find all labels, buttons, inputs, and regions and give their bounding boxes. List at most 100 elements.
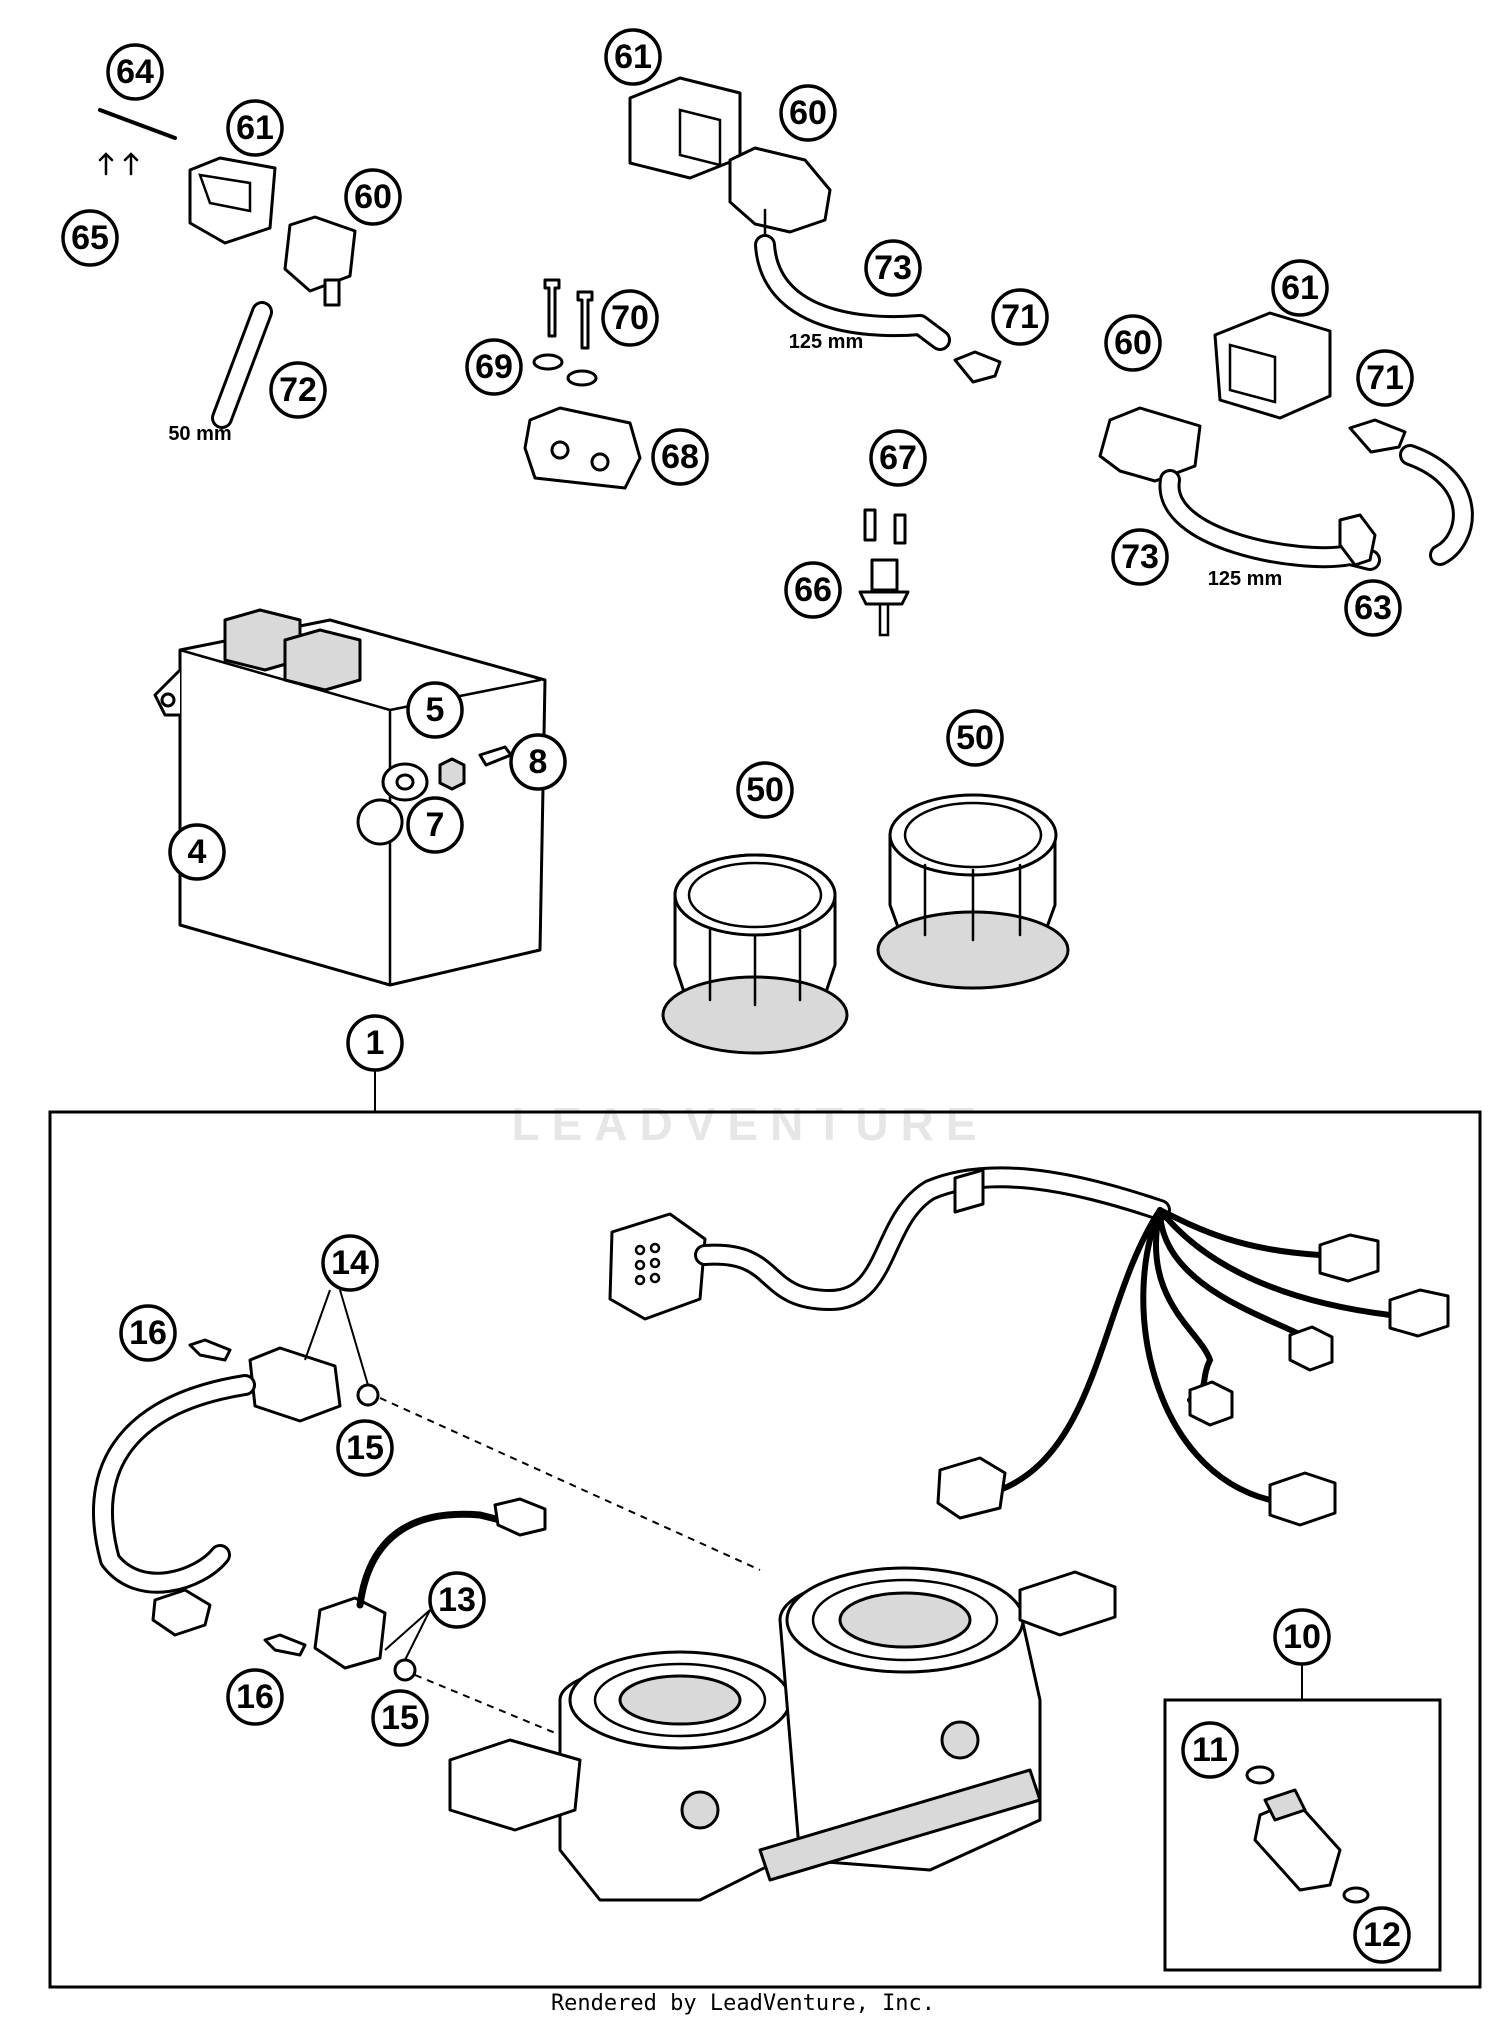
callout-60-c: 60 [1104, 314, 1162, 372]
cover-61-right [1213, 311, 1332, 420]
group-sensor-middle [523, 76, 1002, 637]
fuel-rail [758, 1768, 1042, 1882]
dimension-label: 50 mm [168, 423, 231, 445]
callout-15-b: 15 [371, 1689, 429, 1747]
callout-label: 50 [746, 771, 784, 809]
callout-label: 12 [1363, 1916, 1401, 1954]
throttle-actuator [448, 1738, 582, 1832]
callout-label: 61 [236, 109, 274, 147]
throttle-body-connector [1018, 1570, 1117, 1637]
sensor-13-connector [493, 1497, 547, 1537]
callout-label: 16 [129, 1314, 167, 1352]
screw-16-b [263, 1633, 307, 1657]
callout-label: 65 [71, 219, 109, 257]
tps-connector [151, 1588, 212, 1637]
callout-label: 50 [956, 719, 994, 757]
ecu-connector-b [283, 628, 362, 692]
temp-sensor-66-flange [858, 590, 910, 606]
watermark-text: LEADVENTURE [511, 1098, 988, 1150]
clip-63 [1338, 513, 1377, 567]
wiring-harness [608, 1166, 1450, 1527]
dimension-125mm-b: 125 mm [1208, 568, 1283, 590]
fuel-injector [1245, 1765, 1370, 1904]
rivets-65 [98, 152, 139, 176]
callout-label: 66 [794, 571, 832, 609]
callout-label: 60 [354, 178, 392, 216]
sleeve-5 [438, 757, 466, 791]
assembly-line-b [414, 1674, 561, 1736]
callout-label: 71 [1001, 298, 1039, 336]
dimension-label: 125 mm [1208, 568, 1283, 590]
cover-61-left-detail [198, 173, 252, 213]
bracket-68 [523, 406, 642, 490]
callout-50-b: 50 [736, 761, 794, 819]
nipple-71-middle [953, 350, 1002, 384]
screw-70-a [543, 278, 561, 338]
callout-label: 5 [426, 691, 445, 729]
cover-61-left [188, 156, 277, 245]
harness-clip [953, 1168, 985, 1214]
o-ring-15-b [393, 1658, 417, 1682]
callout-label: 67 [879, 439, 917, 477]
callout-8: 8 [509, 733, 567, 791]
callout-label: 69 [475, 348, 513, 386]
callout-68: 68 [651, 428, 709, 486]
pressure-sensor-60-right [1098, 406, 1202, 483]
temp-sensor-66-body [870, 558, 899, 592]
pressure-sensor-60-middle [728, 146, 832, 234]
callout-label: 8 [529, 743, 548, 781]
screws-67 [863, 508, 907, 545]
throttle-body-assembly-frame [48, 1110, 1482, 1989]
harness-connector-a [1318, 1233, 1380, 1283]
callout-label: 14 [331, 1244, 369, 1282]
air-funnel-50-right [876, 793, 1070, 990]
callout-61-b: 61 [604, 28, 662, 86]
callout-label: 7 [426, 806, 445, 844]
callout-label: 16 [236, 1678, 274, 1716]
air-funnel-50-left [661, 853, 849, 1055]
callout-65: 65 [61, 209, 119, 267]
callout-label: 63 [1354, 589, 1392, 627]
callout-label: 70 [611, 299, 649, 337]
callout-71-a: 71 [991, 288, 1049, 346]
dimension-label: 125 mm [789, 331, 864, 353]
harness-connector-d [1288, 1325, 1334, 1372]
callout-70: 70 [601, 289, 659, 347]
callout-5: 5 [406, 681, 464, 739]
callout-label: 13 [438, 1581, 476, 1619]
injector-frame [1163, 1698, 1442, 1972]
callout-15-a: 15 [336, 1419, 394, 1477]
callout-67: 67 [869, 429, 927, 487]
group-sensor-left [98, 108, 357, 429]
screw-16-a [188, 1338, 232, 1362]
callout-label: 10 [1283, 1618, 1321, 1656]
callout-11: 11 [1181, 1721, 1239, 1779]
callout-label: 1 [366, 1024, 385, 1062]
sensor-13 [263, 1497, 547, 1682]
cable-tie-64 [98, 108, 177, 140]
callout-label: 61 [1281, 269, 1319, 307]
callout-label: 68 [661, 438, 699, 476]
screw-70-b [576, 290, 594, 350]
callout-10: 10 [1273, 1608, 1331, 1666]
callout-label: 15 [381, 1699, 419, 1737]
callout-label: 64 [116, 53, 154, 91]
callout-label: 11 [1192, 1731, 1228, 1769]
group-sensor-right [1098, 311, 1474, 571]
callout-50-a: 50 [946, 709, 1004, 767]
callout-73-b: 73 [1111, 528, 1169, 586]
callout-12: 12 [1353, 1906, 1411, 1964]
callout-label: 4 [188, 833, 207, 871]
callout-60-a: 60 [344, 168, 402, 226]
callout-63: 63 [1344, 579, 1402, 637]
callout-69: 69 [465, 338, 523, 396]
callout-label: 72 [279, 371, 317, 409]
callout-16-b: 16 [226, 1668, 284, 1726]
callout-13: 13 [428, 1571, 486, 1629]
callout-64: 64 [106, 43, 164, 101]
callout-1: 1 [346, 1014, 404, 1072]
sensor-port [323, 278, 341, 307]
o-ring-11 [1245, 1765, 1275, 1785]
throttle-body [448, 1566, 1117, 1902]
